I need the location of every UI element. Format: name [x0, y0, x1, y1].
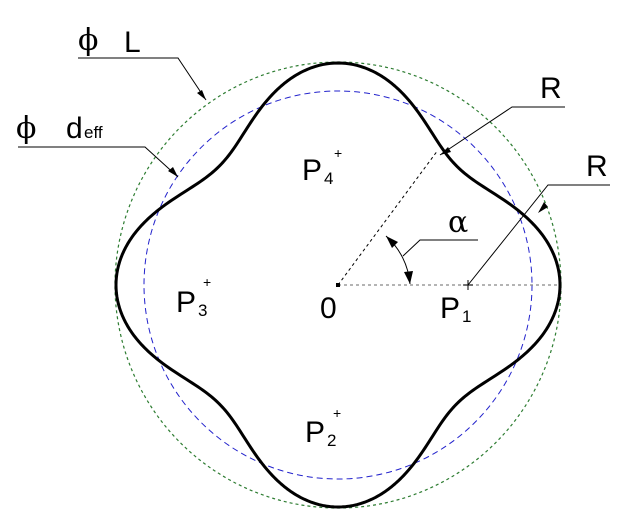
arrow-R-upper: [440, 147, 451, 155]
phi-deff-symbol: ϕ: [16, 111, 36, 146]
label-alpha: α: [448, 205, 468, 240]
label-R-right: R: [586, 150, 608, 183]
leader-L: [78, 57, 207, 101]
label-p3-subscript: 3: [198, 301, 207, 320]
label-d: d: [66, 112, 83, 145]
arrow-deff: [168, 167, 178, 177]
label-p2: P: [305, 416, 325, 449]
label-p2-subscript: 2: [327, 431, 336, 450]
origin-dot: [336, 283, 340, 287]
label-p3: P: [176, 286, 196, 319]
label-origin: 0: [320, 292, 337, 325]
marker-p4: +: [334, 145, 342, 161]
leader-R-right: [467, 184, 610, 286]
alpha-leader: [402, 239, 478, 257]
label-p1: P: [440, 292, 460, 325]
leader-R-upper: [439, 106, 565, 156]
phi-L-symbol: ϕ: [78, 23, 98, 58]
angle-arrow-top: [386, 236, 398, 248]
marker-p2: +: [333, 405, 341, 421]
label-d-subscript: eff: [84, 123, 103, 142]
arrow-R-right: [538, 202, 548, 213]
arrow-L: [197, 90, 206, 100]
label-L: L: [124, 26, 141, 59]
label-p4-subscript: 4: [324, 169, 333, 188]
label-p4: P: [302, 154, 322, 187]
marker-p3: +: [203, 274, 211, 290]
diagonal-line: [337, 149, 439, 286]
four-lobe-profile: [114, 61, 562, 509]
leader-deff: [18, 146, 179, 178]
label-R-upper: R: [540, 72, 562, 105]
angle-arrow-bottom: [404, 271, 413, 284]
marker-p1: [463, 280, 473, 290]
label-p1-subscript: 1: [462, 307, 471, 326]
